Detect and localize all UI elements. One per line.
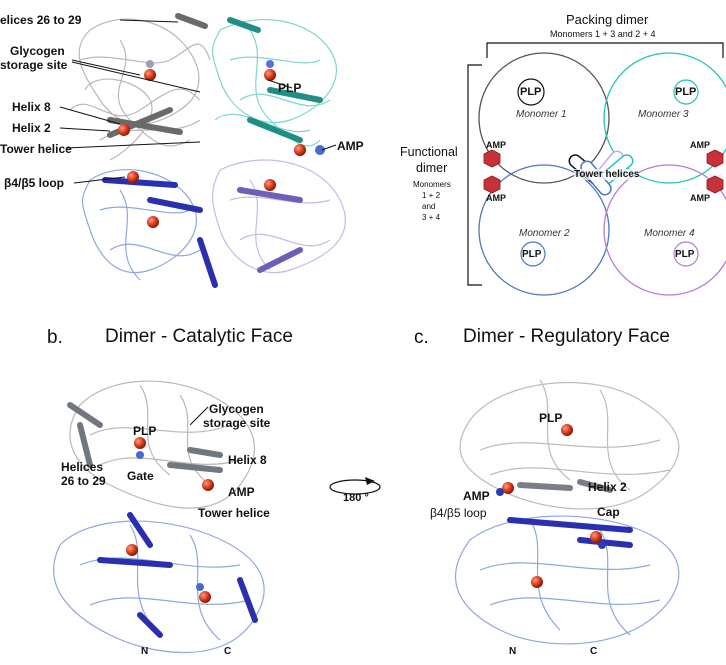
packing-dimer-title: Packing dimer	[566, 12, 648, 27]
c-label-n: N	[509, 646, 516, 657]
label-glycogen-storage-line2: storage site	[0, 58, 67, 72]
c-label-helix-2: Helix 2	[588, 480, 627, 494]
c-label-c: C	[590, 646, 597, 657]
monomer-1-label: Monomer 1	[516, 109, 567, 120]
label-beta-loop: β4/β5 loop	[4, 176, 64, 190]
b-label-glycogen-line1: Glycogen	[209, 402, 264, 416]
functional-dimer-sub2: 1 + 2	[422, 191, 440, 200]
b-label-amp: AMP	[228, 485, 255, 499]
monomer-2-ribbon	[83, 170, 201, 280]
catalytic-blue-helices	[100, 515, 255, 635]
b-label-c: C	[224, 646, 231, 657]
monomer-4-ribbon	[213, 160, 346, 273]
rotation-indicator: 180 °	[325, 473, 385, 513]
functional-dimer-sub4: 3 + 4	[422, 213, 440, 222]
tetramer-schematic: Packing dimer Monomers 1 + 3 and 2 + 4 F…	[390, 0, 726, 300]
teal-helices	[230, 20, 320, 140]
rotation-label: 180 °	[343, 492, 369, 504]
amp-label-4: AMP	[690, 193, 710, 203]
c-label-amp: AMP	[463, 489, 490, 503]
amp-label-3: AMP	[690, 140, 710, 150]
label-helix-8: Helix 8	[12, 100, 51, 114]
b-label-glycogen-line2: storage site	[203, 416, 270, 430]
panel-b-letter: b.	[47, 327, 63, 349]
amp-label-2: AMP	[486, 193, 506, 203]
b-label-helices-line1: Helices	[61, 460, 103, 474]
monomer-4-label: Monomer 4	[644, 228, 695, 239]
packing-dimer-subtitle: Monomers 1 + 3 and 2 + 4	[550, 29, 656, 39]
tower-helices-label: Tower helices	[574, 169, 639, 180]
label-helix-2: Helix 2	[12, 121, 51, 135]
regulatory-lower-monomer	[456, 516, 679, 644]
c-label-cap: Cap	[597, 505, 620, 519]
label-glycogen-storage-line1: Glycogen	[10, 44, 65, 58]
functional-dimer-sub3: and	[422, 202, 435, 211]
label-plp: PLP	[278, 81, 301, 95]
functional-dimer-sub1: Monomers	[413, 180, 451, 189]
catalytic-ligand-spheres	[126, 437, 214, 603]
regulatory-blue-helices	[510, 520, 630, 545]
b-label-tower-helice: Tower helice	[198, 506, 270, 520]
label-tower-helice: Tower helice	[0, 142, 72, 156]
amp-label-1: AMP	[486, 140, 506, 150]
plp-label-3: PLP	[675, 86, 696, 98]
plp-label-4: PLP	[675, 249, 694, 260]
functional-dimer-line2: dimer	[416, 161, 447, 175]
b-label-helices-line2: 26 to 29	[61, 474, 106, 488]
b-label-n: N	[141, 646, 148, 657]
panel-c-title: Dimer - Regulatory Face	[463, 326, 670, 348]
panel-c-letter: c.	[414, 327, 429, 349]
b-label-gate: Gate	[127, 469, 154, 483]
panel-b-title: Dimer - Catalytic Face	[105, 326, 293, 348]
b-label-plp: PLP	[133, 424, 156, 438]
label-amp: AMP	[337, 139, 364, 153]
label-helices-26-29: elices 26 to 29	[0, 13, 81, 27]
b-label-helix-8: Helix 8	[228, 453, 267, 467]
functional-dimer-line1: Functional	[400, 145, 458, 159]
panel-a-structure: elices 26 to 29 Glycogen storage site He…	[0, 0, 400, 300]
monomer-3-label: Monomer 3	[638, 109, 689, 120]
catalytic-upper-monomer	[70, 381, 254, 508]
blue-helices	[105, 180, 215, 285]
grey-helices	[110, 16, 205, 135]
c-label-plp: PLP	[539, 411, 562, 425]
monomer-2-label: Monomer 2	[519, 228, 570, 239]
functional-bracket	[468, 65, 482, 285]
c-label-beta-loop: β4/β5 loop	[430, 506, 487, 520]
plp-label-2: PLP	[522, 249, 541, 260]
plp-label-1: PLP	[520, 86, 541, 98]
